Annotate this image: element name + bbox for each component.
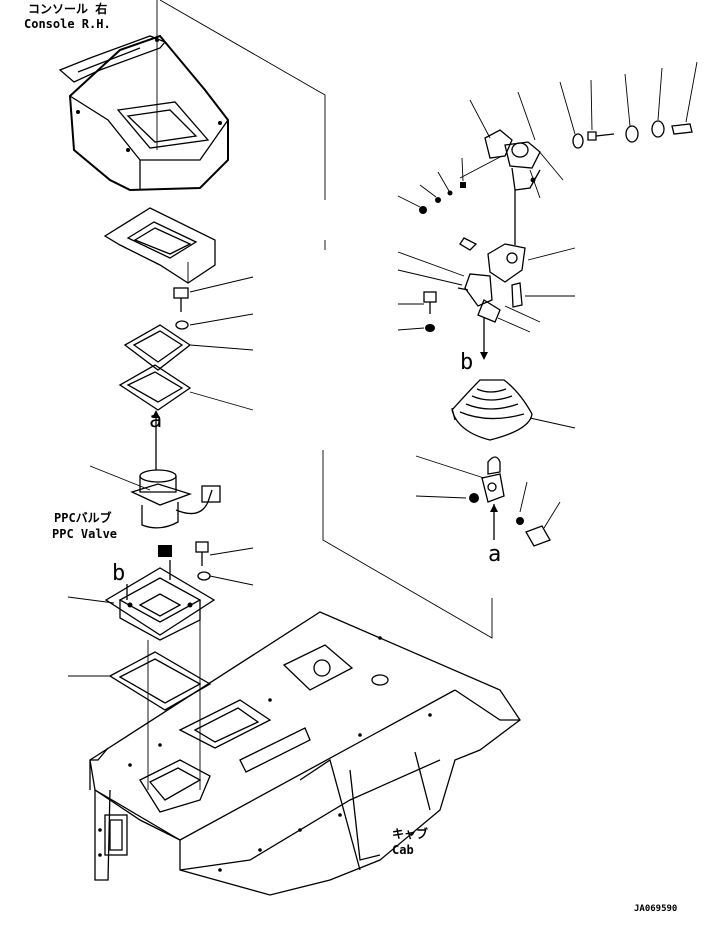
lever-clamp — [415, 455, 561, 547]
lever-bracket-assembly — [397, 237, 576, 333]
ppc-valve-label-jp: PPCバルブ — [54, 511, 112, 525]
console-rh-cover — [58, 0, 229, 192]
cab-label-jp: キャブ — [392, 827, 429, 841]
bolt-washer-right — [397, 291, 437, 332]
lever-head-assembly — [459, 91, 564, 245]
cab-label-en: Cab — [392, 843, 414, 857]
valve-base-box — [67, 567, 216, 641]
ppc-valve-part — [89, 465, 221, 580]
drawing-code: JA069590 — [634, 904, 678, 914]
lever-boot — [451, 379, 576, 441]
console-label-jp: コンソール 右 — [28, 2, 108, 16]
console-label-en: Console R.H. — [24, 17, 111, 31]
ref-mark-a-bottom: a — [488, 542, 502, 567]
ref-mark-a-top: a — [149, 408, 163, 433]
fasteners-top-row — [559, 61, 698, 149]
ref-mark-b-right: b — [460, 350, 474, 375]
reference-arrow-a-bottom — [490, 504, 498, 540]
alignment-lines — [147, 612, 201, 790]
bolt-washer-left — [173, 276, 254, 330]
reference-arrow-b-right — [480, 318, 488, 360]
reference-arrow-a-top — [152, 410, 160, 470]
cab-structure — [89, 611, 521, 896]
fasteners-left-of-lever — [397, 157, 466, 214]
assembly-frame-lines — [159, 0, 493, 639]
ref-mark-b-left: b — [112, 561, 126, 586]
bolt-washer-middle — [158, 541, 254, 586]
ppc-valve-label-en: PPC Valve — [52, 527, 118, 541]
gasket-plates — [118, 324, 254, 411]
console-bezel-plate — [103, 207, 216, 284]
lower-gasket — [68, 651, 212, 711]
